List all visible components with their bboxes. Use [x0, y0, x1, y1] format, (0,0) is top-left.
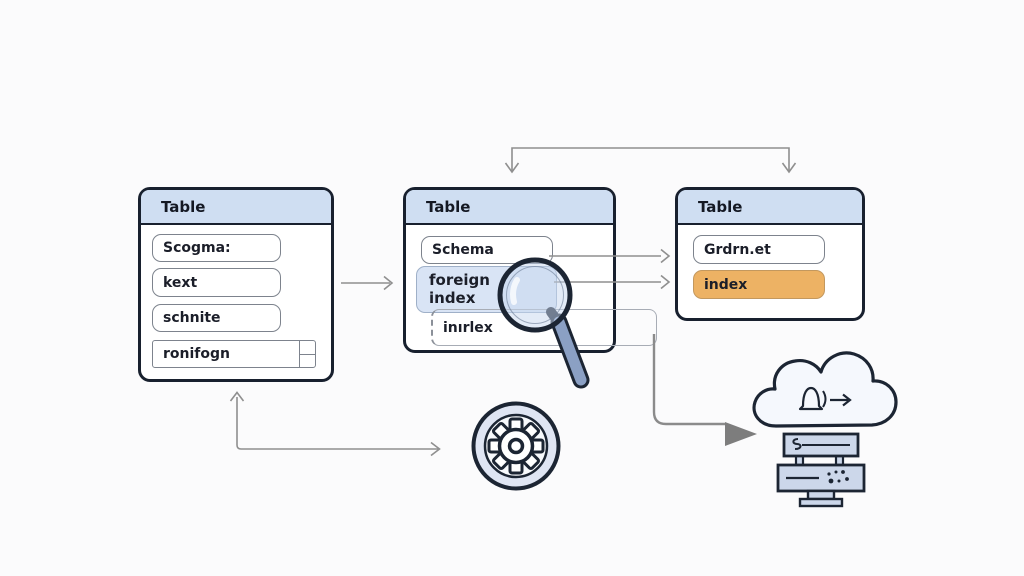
table-middle-row-schema: Schema: [421, 236, 553, 264]
row-label: Schema: [432, 242, 494, 258]
bell-arrow-icon: [798, 386, 852, 411]
table-middle: Table Schema foreign index inırlex: [403, 187, 657, 353]
arrowhead-solid-icon: [725, 422, 757, 446]
server-stand-neck: [806, 489, 836, 501]
table-left-header: Table: [141, 190, 331, 225]
cloud-icon: [752, 351, 898, 428]
table-right-row-order: Grdrn.et: [693, 235, 825, 264]
row-label: ronifogn: [163, 346, 230, 362]
server-unit-bottom: [776, 463, 866, 493]
table-right-row-index: index: [693, 270, 825, 299]
table-left-row-key: kext: [152, 268, 281, 297]
row-label: foreign index: [429, 270, 490, 307]
server-stand-base: [798, 497, 844, 508]
gear-icon: [471, 401, 561, 491]
spinner-stepper: [299, 341, 315, 367]
table-left: Table Scogma: kext schnite ronifogn: [138, 187, 334, 382]
server-unit-top: [782, 432, 860, 458]
table-title: Table: [426, 197, 471, 216]
index-to-cloud-connector: [652, 334, 725, 426]
row-label: index: [704, 276, 748, 293]
table-right-header: Table: [678, 190, 862, 225]
table-to-gear-connector: [236, 397, 438, 450]
table-left-row-schnite: schnite: [152, 304, 281, 332]
arrowhead-right-icon: [660, 274, 671, 290]
arrowhead-right-icon: [430, 441, 441, 457]
row-label: inırlex: [443, 319, 493, 336]
table-middle-row-foreign-index: foreign index: [416, 266, 557, 313]
step-up-icon: [300, 341, 315, 355]
table-left-row-schema: Scogma:: [152, 234, 281, 262]
row-label: kext: [163, 274, 198, 291]
arrowhead-up-icon: [229, 391, 245, 402]
bracket-connector: [511, 147, 790, 171]
table-title: Table: [698, 197, 743, 216]
row-label: schnite: [163, 310, 221, 326]
row-label: Scogma:: [163, 240, 231, 256]
arrowhead-right-icon: [383, 275, 394, 291]
server-icon: [776, 432, 866, 508]
arrowhead-down-icon: [781, 162, 797, 174]
table-middle-row-index: inırlex: [431, 309, 657, 346]
table-title: Table: [161, 197, 206, 216]
table-left-row-foreign: ronifogn: [152, 340, 316, 368]
arrowhead-right-icon: [660, 248, 671, 264]
arrowhead-down-icon: [504, 162, 520, 174]
table-middle-header: Table: [406, 190, 613, 225]
table-right: Table Grdrn.et index: [675, 187, 865, 321]
gear-teeth: [487, 417, 545, 475]
row-label: Grdrn.et: [704, 241, 771, 258]
step-down-icon: [300, 355, 315, 368]
